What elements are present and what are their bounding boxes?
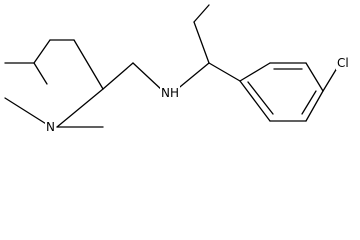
ring-bond-1	[239, 62, 271, 82]
ring-bond-3	[305, 62, 324, 92]
structure-canvas: NH N Cl	[4, 4, 350, 134]
ring-double-2	[301, 90, 317, 115]
bond-c6-c7	[102, 62, 134, 90]
chlorine-label: Cl	[336, 56, 350, 70]
bond-c6-n	[56, 88, 104, 128]
amine-nh-label: NH	[160, 86, 180, 100]
bond-layer	[4, 4, 338, 128]
ring-double-3	[247, 81, 274, 115]
bond-c7-nh	[132, 62, 164, 92]
bond-ring-cl	[322, 67, 338, 92]
bond-c2-c3	[33, 62, 48, 85]
dimethylamino-n-label: N	[45, 120, 56, 134]
bond-n-methyl-left	[4, 97, 52, 128]
bond-c5-c6	[73, 39, 104, 90]
bond-c9-c10	[193, 4, 210, 23]
ring-bond-4	[305, 90, 324, 122]
bond-c8-c9	[193, 21, 210, 64]
bond-c2-c4	[33, 39, 51, 64]
bond-c8-ring	[208, 62, 241, 82]
bond-nh-c8	[174, 62, 210, 92]
ring-bond-6	[239, 80, 271, 122]
